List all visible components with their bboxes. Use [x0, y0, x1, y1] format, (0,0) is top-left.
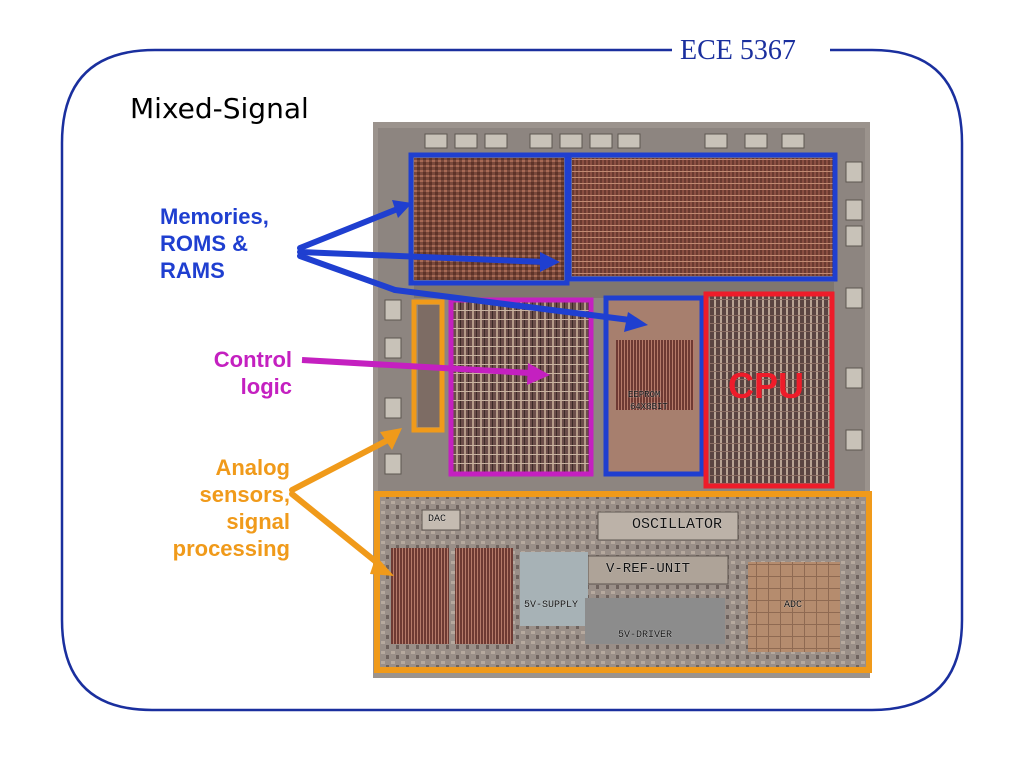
eeprom-size-label: 64X8BIT — [630, 402, 668, 412]
eeprom-label: EEPROM — [628, 390, 661, 400]
dac-label: DAC — [428, 514, 447, 525]
supply-label: 5V-SUPPLY — [524, 600, 579, 611]
adc-label: ADC — [784, 600, 803, 611]
course-code: ECE 5367 — [672, 34, 804, 68]
control-logic-callout: Control logic — [213, 347, 292, 399]
vref-label: V-REF-UNIT — [606, 561, 691, 577]
analog-callout: Analog sensors, signal processing — [172, 455, 290, 561]
oscillator-label: OSCILLATOR — [632, 516, 723, 533]
cpu-label: CPU — [728, 365, 805, 406]
driver-label: 5V-DRIVER — [618, 630, 673, 641]
slide-title: Mixed-Signal — [130, 92, 309, 125]
memories-callout: Memories, ROMS & RAMS — [160, 204, 269, 283]
